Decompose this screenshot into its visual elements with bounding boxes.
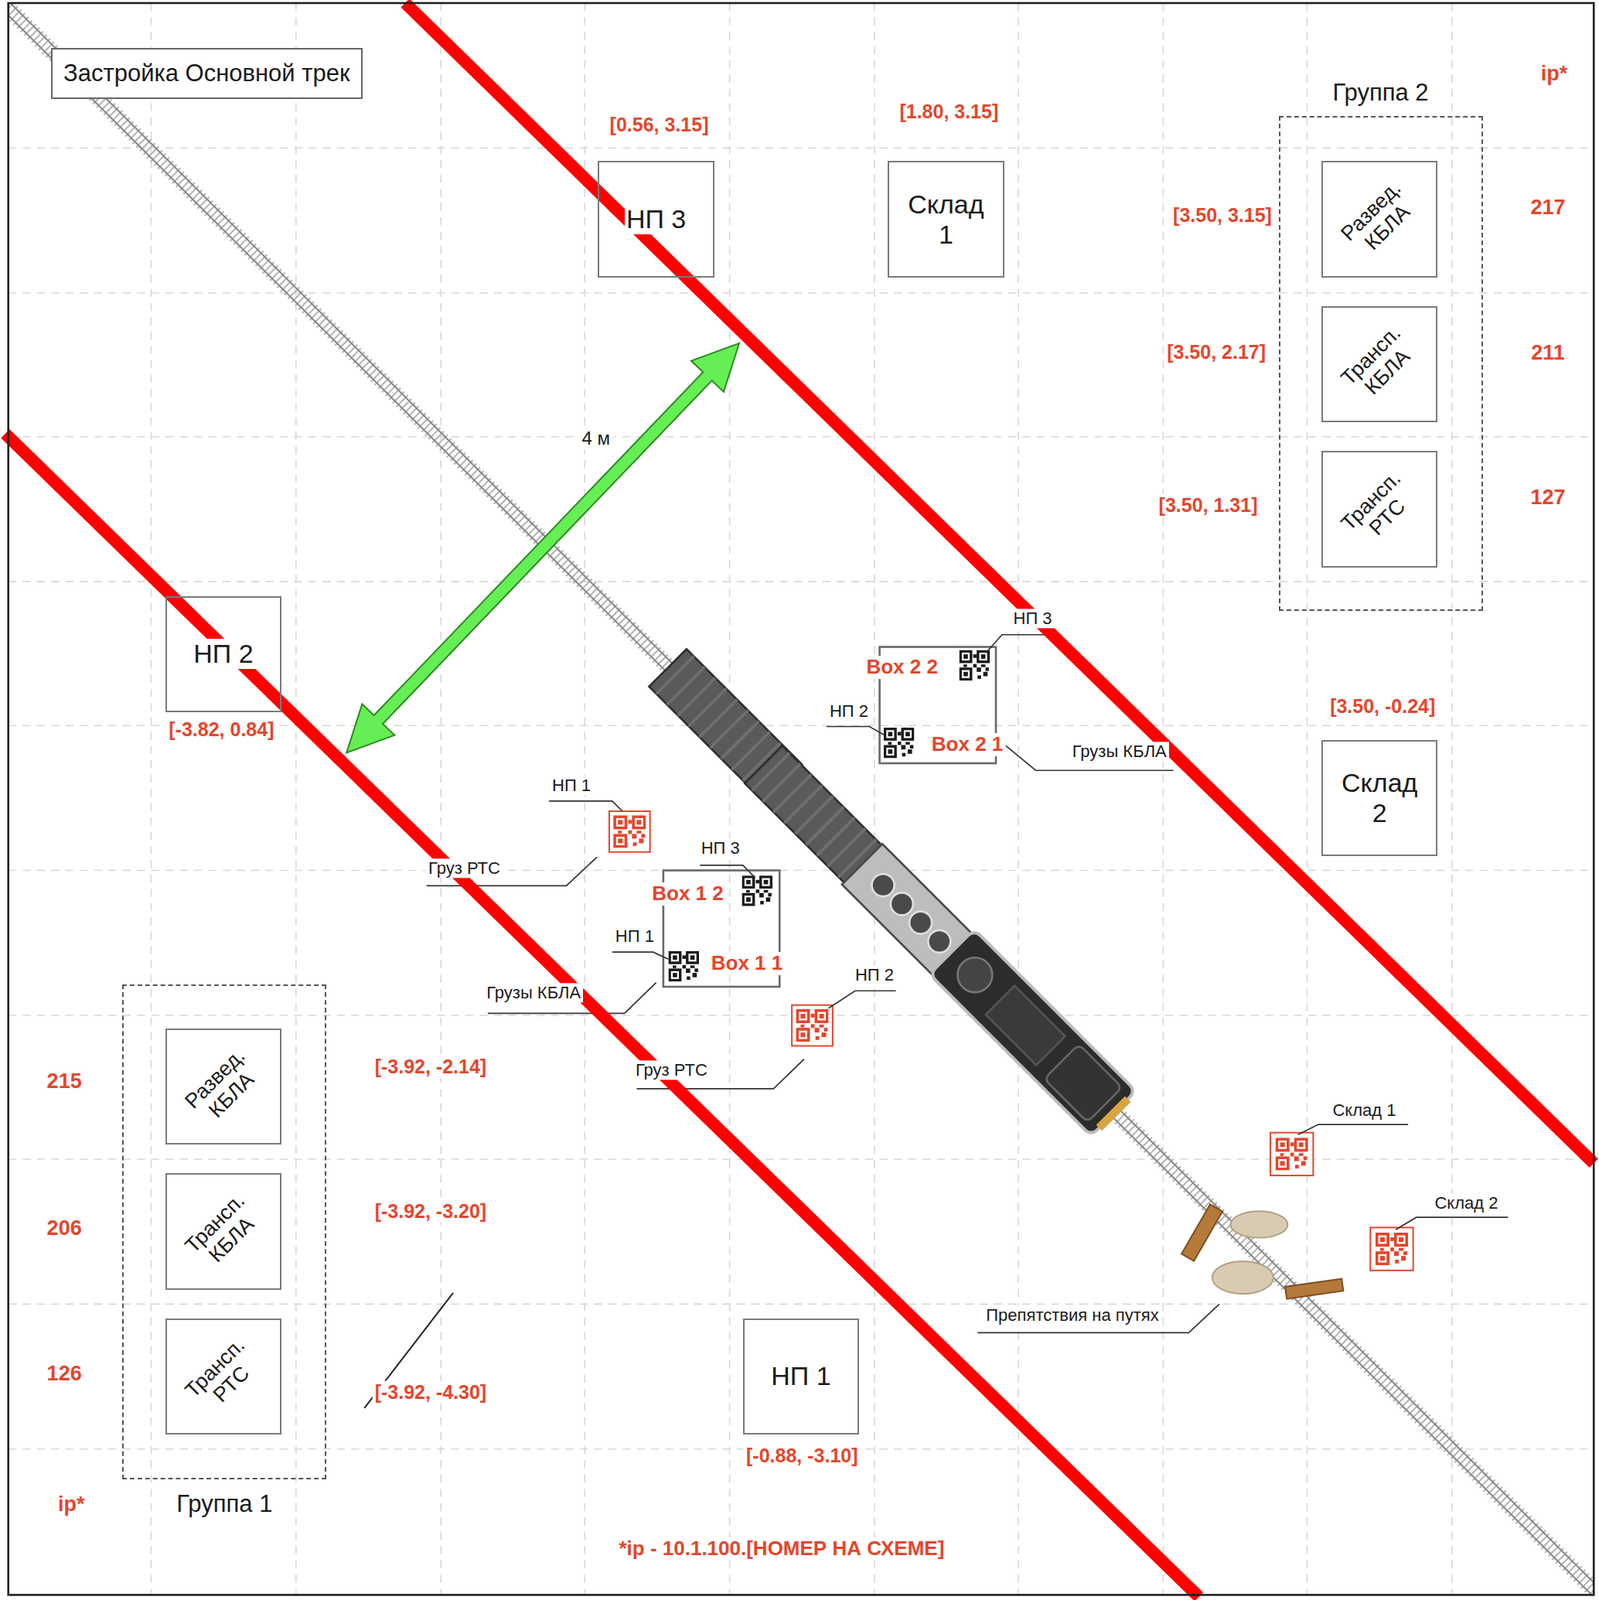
callout-label: НП 2	[852, 965, 897, 986]
dimension-label: 4 м	[579, 428, 613, 451]
railway-track	[8, 3, 1595, 1595]
callout-label: Препятствия на путях	[983, 1305, 1161, 1325]
box-label: Трансп. КБЛА	[171, 1179, 276, 1284]
obstacles	[1181, 1203, 1344, 1299]
ip-number: ip*	[55, 1493, 88, 1518]
coordinate-label: [3.50, -0.24]	[1327, 695, 1438, 718]
callout-label: НП 2	[827, 701, 871, 721]
building-box: Склад 2	[1321, 739, 1438, 856]
ip-number: 127	[1527, 485, 1568, 510]
box-label: Box 2 1	[929, 733, 1006, 757]
ip-number: 217	[1527, 196, 1568, 221]
callout-label: Груз РТС	[633, 1060, 710, 1081]
box-label: Box 1 2	[649, 882, 727, 906]
ip-number: 215	[44, 1069, 85, 1094]
building-box: Трансп. РТС	[1321, 450, 1438, 567]
box-label: Box 1 1	[709, 951, 786, 976]
callout-label: Грузы КБЛА	[484, 982, 584, 1003]
group-box: Группа 2Развед. КБЛАТрансп. КБЛАТрансп. …	[1278, 115, 1484, 611]
box-label: НП 1	[769, 1360, 832, 1392]
coordinate-label: [-3.82, 0.84]	[166, 718, 277, 741]
ip-number: 211	[1528, 340, 1568, 365]
footnote: *ip - 10.1.100.[НОМЕР НА СХЕМЕ]	[616, 1537, 947, 1561]
callout-label: Склад 2	[1431, 1193, 1501, 1213]
box-label: Развед. КБЛА	[171, 1034, 276, 1139]
box-label: Развед. КБЛА	[1327, 167, 1432, 272]
coordinate-label: [3.50, 2.17]	[1164, 340, 1269, 364]
box-label: Box 2 2	[863, 655, 941, 679]
boundary-lines	[5, 3, 1594, 1597]
callout-label: Грузы КБЛА	[1070, 742, 1170, 762]
cargo-boxes	[663, 647, 996, 987]
building-box: Развед. КБЛА	[1321, 160, 1438, 277]
group-heading: Группа 2	[1330, 78, 1432, 107]
box-label: НП 2	[191, 638, 255, 669]
coordinate-label: [0.56, 3.15]	[607, 113, 712, 137]
building-box: Развед. КБЛА	[165, 1028, 282, 1145]
locomotive	[929, 929, 1139, 1139]
box-label: Склад 2	[1331, 767, 1428, 829]
coordinate-label: [1.80, 3.15]	[896, 99, 1001, 123]
title-text: Застройка Основной трек	[63, 59, 351, 88]
callout-label: НП 3	[698, 838, 743, 858]
box-label: НП 3	[624, 204, 688, 235]
box-label: Склад 1	[897, 189, 994, 250]
building-box: Склад 1	[887, 160, 1004, 277]
building-box: НП 2	[165, 596, 282, 713]
box-label: Трансп. РТС	[171, 1324, 276, 1429]
coordinate-label: [-3.92, -3.20]	[372, 1200, 490, 1223]
building-box: Трансп. РТС	[165, 1318, 282, 1435]
grid	[8, 3, 1595, 1595]
building-box: Трансп. КБЛА	[1321, 306, 1438, 423]
building-box: НП 3	[597, 160, 714, 277]
frame	[8, 3, 1595, 1595]
train	[648, 648, 1139, 1139]
callout-label: Склад 1	[1329, 1100, 1398, 1120]
ip-number: 206	[44, 1216, 85, 1241]
box-label: Трансп. КБЛА	[1327, 312, 1432, 416]
group-heading: Группа 1	[173, 1489, 275, 1518]
coordinate-label: [-0.88, -3.10]	[743, 1443, 861, 1467]
building-box: НП 1	[743, 1318, 860, 1435]
callout-label: НП 3	[1011, 608, 1055, 628]
building-box: Трансп. КБЛА	[165, 1172, 282, 1289]
coordinate-label: [-3.92, -4.30]	[372, 1380, 490, 1403]
coordinate-label: [3.50, 3.15]	[1170, 204, 1275, 227]
leader-lines	[364, 634, 1508, 1409]
callout-label: НП 1	[549, 775, 594, 795]
ip-number: 126	[44, 1362, 85, 1387]
title-box: Застройка Основной трек	[51, 47, 363, 99]
dimension-arrow	[330, 327, 756, 769]
coordinate-label: [3.50, 1.31]	[1156, 494, 1261, 517]
callout-label: Груз РТС	[426, 858, 503, 878]
group-box: Группа 1Развед. КБЛАТрансп. КБЛАТрансп. …	[122, 984, 327, 1480]
coordinate-label: [-3.92, -2.14]	[372, 1055, 490, 1078]
callout-label: НП 1	[613, 927, 657, 947]
box-label: Трансп. РТС	[1327, 456, 1432, 561]
red-qr-markers	[609, 811, 1414, 1271]
ip-number: ip*	[1538, 62, 1571, 87]
